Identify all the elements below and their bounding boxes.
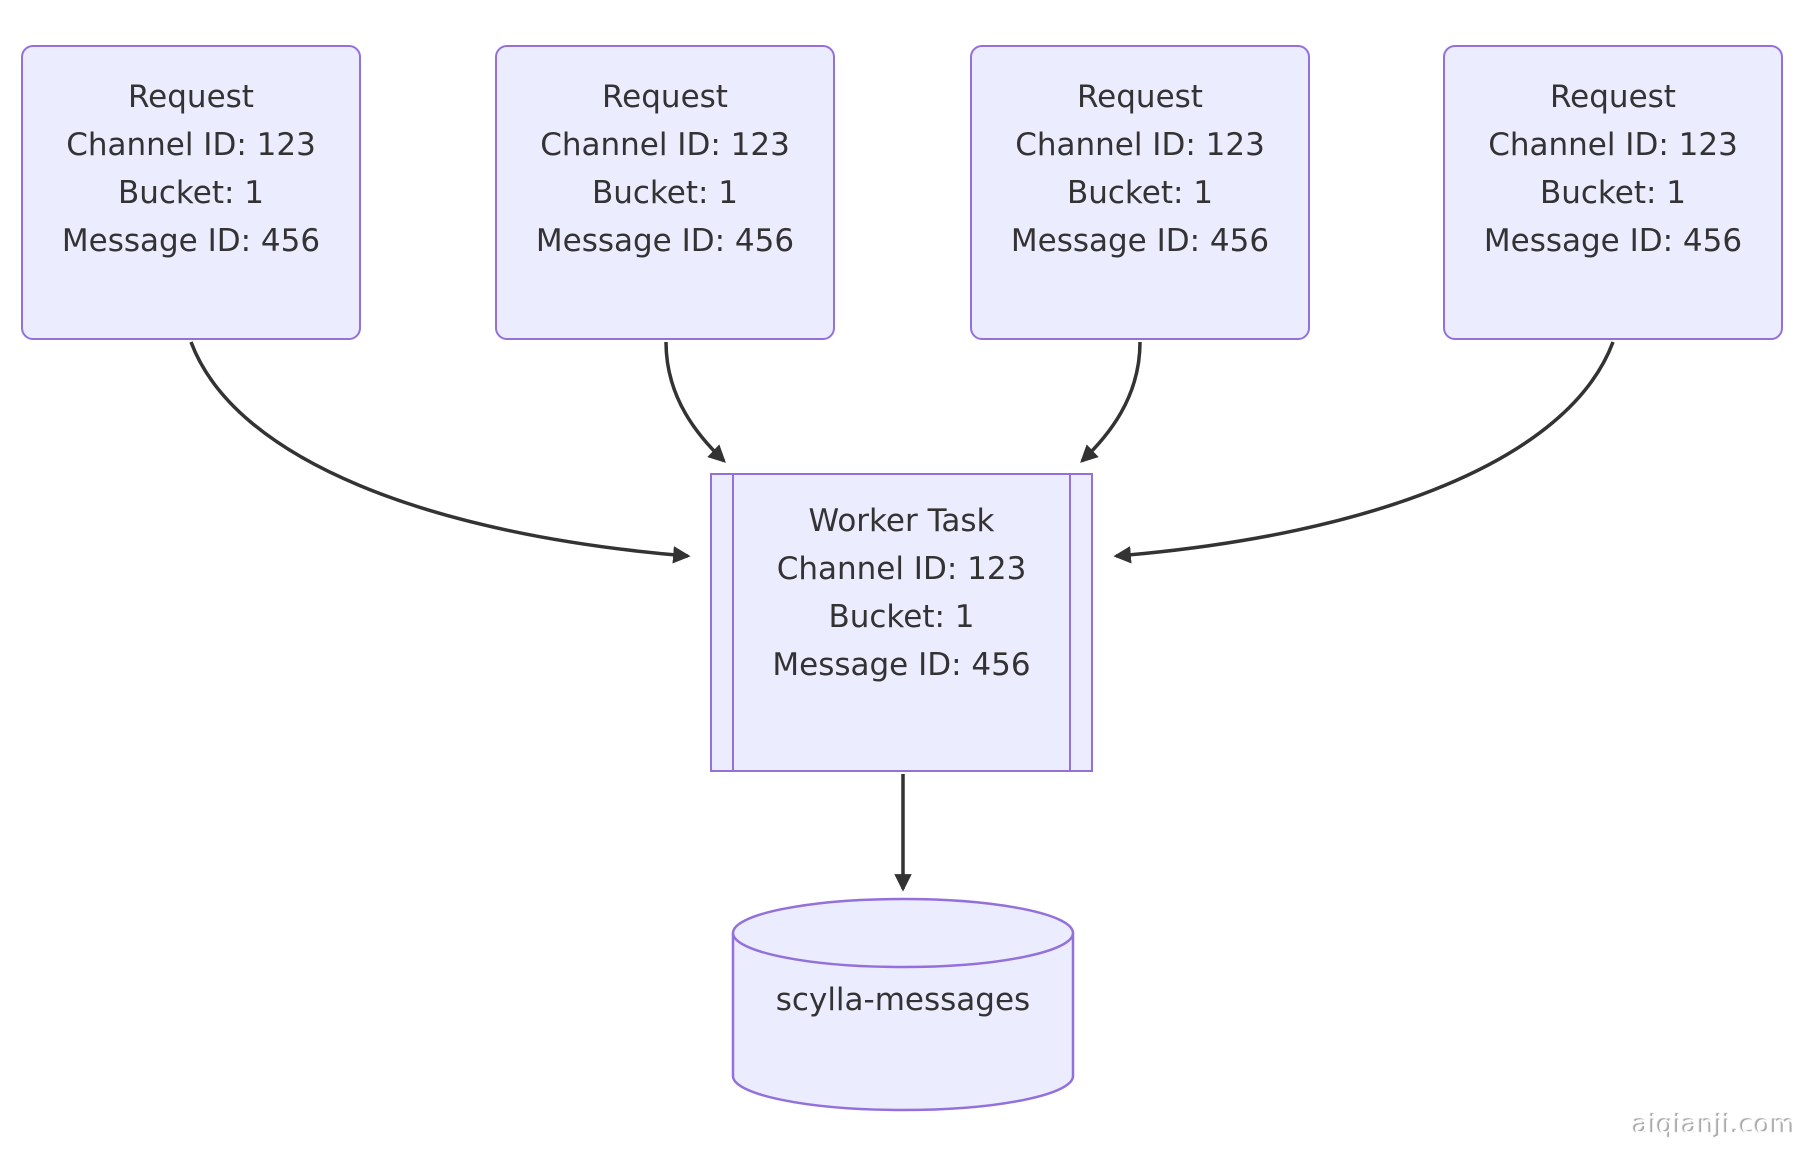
request-node-1: Request Channel ID: 123 Bucket: 1 Messag… bbox=[21, 45, 361, 340]
edge-request4-to-worker bbox=[1113, 341, 1615, 564]
node-title: Worker Task bbox=[808, 503, 995, 539]
node-message-id: Message ID: 456 bbox=[772, 647, 1031, 683]
worker-task-node: Worker Task Channel ID: 123 Bucket: 1 Me… bbox=[710, 473, 1093, 772]
node-title: Request bbox=[1077, 79, 1203, 115]
database-cylinder-icon bbox=[731, 897, 1075, 1112]
node-bucket: Bucket: 1 bbox=[591, 175, 739, 211]
node-bucket: Bucket: 1 bbox=[117, 175, 265, 211]
node-message-id: Message ID: 456 bbox=[1010, 223, 1270, 259]
node-title: Request bbox=[1550, 79, 1676, 115]
node-title: Request bbox=[128, 79, 254, 115]
request-node-3: Request Channel ID: 123 Bucket: 1 Messag… bbox=[970, 45, 1310, 340]
node-message-id: Message ID: 456 bbox=[1483, 223, 1743, 259]
edge-request1-to-worker bbox=[189, 341, 691, 564]
node-bucket: Bucket: 1 bbox=[1066, 175, 1214, 211]
node-channel-id: Channel ID: 123 bbox=[540, 127, 790, 163]
subroutine-border-left bbox=[732, 475, 734, 770]
node-channel-id: Channel ID: 123 bbox=[1015, 127, 1265, 163]
node-channel-id: Channel ID: 123 bbox=[776, 551, 1027, 587]
node-bucket: Bucket: 1 bbox=[1539, 175, 1687, 211]
subroutine-border-right bbox=[1069, 475, 1071, 770]
watermark-text: aiqianji.com bbox=[1633, 1110, 1797, 1139]
database-node-label: scylla-messages bbox=[775, 982, 1031, 1018]
request-node-2: Request Channel ID: 123 Bucket: 1 Messag… bbox=[495, 45, 835, 340]
node-title: Request bbox=[602, 79, 728, 115]
edge-request2-to-worker bbox=[664, 341, 726, 463]
node-message-id: Message ID: 456 bbox=[61, 223, 321, 259]
node-bucket: Bucket: 1 bbox=[828, 599, 975, 635]
node-channel-id: Channel ID: 123 bbox=[1488, 127, 1738, 163]
node-channel-id: Channel ID: 123 bbox=[66, 127, 316, 163]
node-message-id: Message ID: 456 bbox=[535, 223, 795, 259]
request-node-4: Request Channel ID: 123 Bucket: 1 Messag… bbox=[1443, 45, 1783, 340]
edge-request3-to-worker bbox=[1080, 341, 1142, 463]
